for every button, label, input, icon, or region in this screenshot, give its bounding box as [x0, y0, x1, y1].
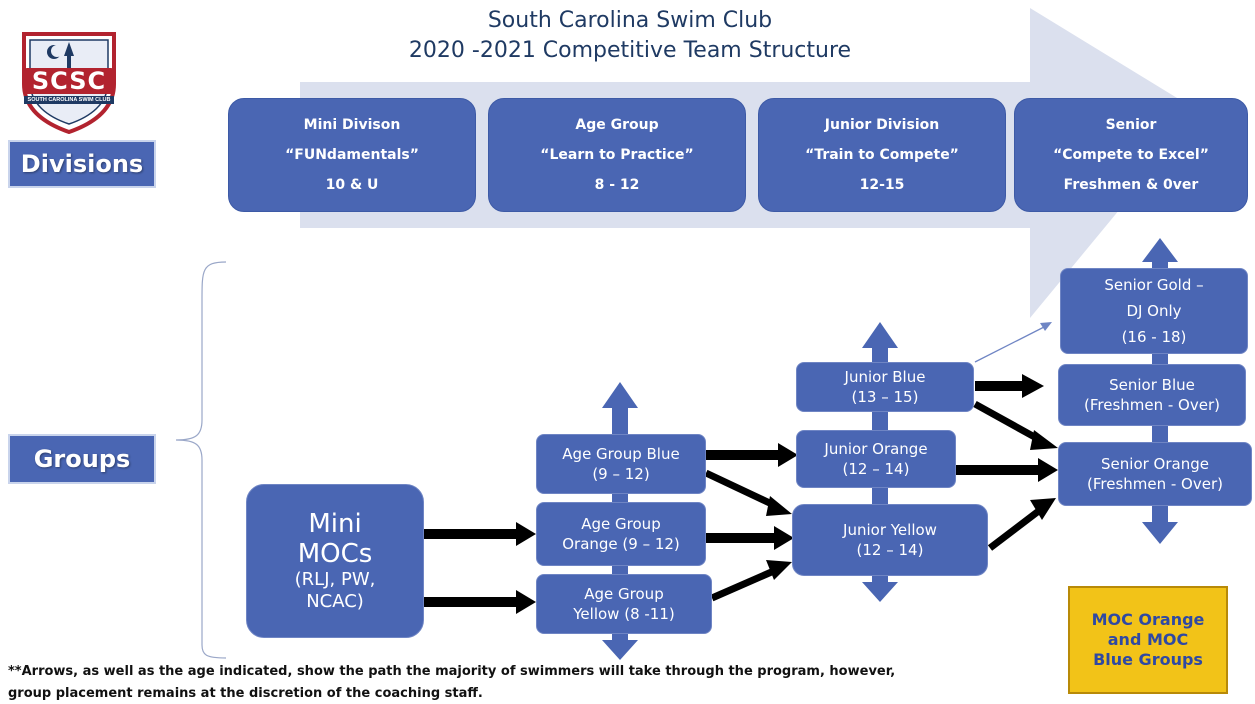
- group-age-blue: Age Group Blue (9 – 12): [536, 434, 706, 494]
- moc-groups-box: MOC Orange and MOC Blue Groups: [1068, 586, 1228, 694]
- group-senior-gold: Senior Gold – DJ Only (16 - 18): [1060, 268, 1248, 354]
- group-age-yellow: Age Group Yellow (8 -11): [536, 574, 712, 634]
- division-motto: “Learn to Practice”: [540, 147, 694, 163]
- group-junior-orange: Junior Orange (12 – 14): [796, 430, 956, 488]
- division-name: Age Group: [575, 117, 659, 133]
- logo-shield-icon: [22, 32, 116, 135]
- division-ages: Freshmen & 0ver: [1063, 177, 1199, 193]
- club-logo: SCSC SOUTH CAROLINA SWIM CLUB: [14, 22, 124, 135]
- group-line: NCAC): [306, 591, 364, 612]
- group-senior-blue: Senior Blue (Freshmen - Over): [1058, 364, 1246, 426]
- division-motto: “Compete to Excel”: [1053, 147, 1209, 163]
- footnote-line1: **Arrows, as well as the age indicated, …: [8, 664, 896, 679]
- group-line: Age Group: [581, 515, 661, 533]
- division-mini: Mini Divison “FUNdamentals” 10 & U: [228, 98, 476, 212]
- group-line: (Freshmen - Over): [1086, 475, 1223, 493]
- division-age-group: Age Group “Learn to Practice” 8 - 12: [488, 98, 746, 212]
- logo-name: SOUTH CAROLINA SWIM CLUB: [27, 97, 111, 103]
- page-title-line2: 2020 -2021 Competitive Team Structure: [408, 38, 852, 63]
- division-motto: “Train to Compete”: [805, 147, 959, 163]
- footnote-line2: group placement remains at the discretio…: [8, 686, 483, 701]
- division-ages: 12-15: [859, 177, 905, 193]
- division-name: Junior Division: [824, 117, 940, 133]
- group-line: (Freshmen - Over): [1083, 396, 1220, 414]
- group-senior-orange: Senior Orange (Freshmen - Over): [1058, 442, 1252, 506]
- group-line: Age Group Blue: [562, 445, 680, 463]
- group-line: Age Group: [584, 585, 664, 603]
- group-line: Junior Yellow: [843, 521, 937, 539]
- group-junior-blue: Junior Blue (13 – 15): [796, 362, 974, 412]
- group-line: Senior Blue: [1109, 376, 1195, 394]
- group-line: (12 – 14): [842, 460, 910, 478]
- groups-brace: [175, 261, 227, 659]
- group-line: Senior Gold –: [1104, 276, 1204, 294]
- division-name: Senior: [1105, 117, 1157, 133]
- flow-arrows: [424, 374, 1058, 614]
- logo-abbr: SCSC: [31, 67, 107, 95]
- group-line: (9 – 12): [592, 465, 650, 483]
- moc-line: MOC Orange: [1091, 610, 1205, 629]
- divisions-label: Divisions: [8, 140, 156, 188]
- division-junior: Junior Division “Train to Compete” 12-15: [758, 98, 1006, 212]
- group-line: (12 – 14): [856, 541, 924, 559]
- group-mini-mocs: Mini MOCs (RLJ, PW, NCAC): [246, 484, 424, 638]
- groups-label: Groups: [8, 434, 156, 484]
- group-line: Orange (9 – 12): [562, 535, 680, 553]
- division-senior: Senior “Compete to Excel” Freshmen & 0ve…: [1014, 98, 1248, 212]
- moc-line: Blue Groups: [1093, 650, 1203, 669]
- moc-line: and MOC: [1107, 630, 1189, 649]
- group-line: DJ Only: [1126, 302, 1182, 320]
- group-line: Junior Blue: [844, 368, 926, 386]
- division-name: Mini Divison: [303, 117, 401, 133]
- group-line: Senior Orange: [1101, 455, 1209, 473]
- group-line: Mini: [308, 509, 362, 539]
- division-motto: “FUNdamentals”: [285, 147, 419, 163]
- group-age-orange: Age Group Orange (9 – 12): [536, 502, 706, 566]
- group-line: (16 - 18): [1121, 328, 1187, 346]
- group-line: (13 – 15): [851, 388, 919, 406]
- group-line: Yellow (8 -11): [573, 605, 675, 623]
- page-title-line1: South Carolina Swim Club: [487, 8, 773, 33]
- division-ages: 8 - 12: [594, 177, 640, 193]
- group-line: MOCs: [297, 539, 373, 569]
- group-junior-yellow: Junior Yellow (12 – 14): [792, 504, 988, 576]
- group-line: (RLJ, PW,: [294, 569, 376, 590]
- division-ages: 10 & U: [325, 177, 379, 193]
- progression-big-arrow: [300, 8, 1200, 318]
- group-line: Junior Orange: [824, 440, 928, 458]
